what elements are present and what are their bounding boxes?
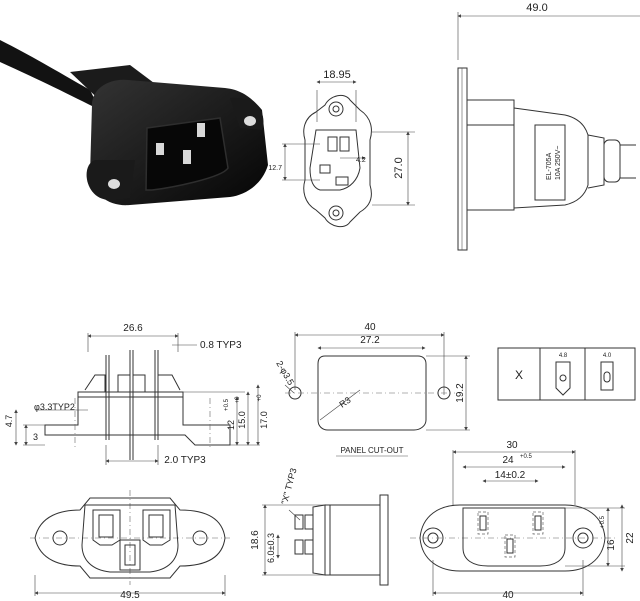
side-height-6-0: 6.0±0.3 <box>266 533 276 563</box>
dim-15: 15.0 <box>237 411 247 429</box>
panel-cutout: 40 27.2 R3 2-φ3.5 19.2 PANEL CUT-OUT <box>274 322 470 457</box>
side-view-top: 49.0 EL-705A 10A 250V~ <box>457 2 640 251</box>
cutout-title: PANEL CUT-OUT <box>340 446 403 455</box>
pin-pitch-14: 14±0.2 <box>495 470 526 481</box>
height-3-label: 3 <box>33 432 38 442</box>
length-dimension: 49.0 <box>526 2 547 14</box>
height-22: 22 <box>625 532 636 544</box>
pin-pitch-label: 12.7 <box>268 165 282 172</box>
hole-diameter-label: φ3.3TYP2 <box>34 402 75 412</box>
label-line2: 10A 250V~ <box>555 146 562 180</box>
pcb-view: 26.6 0.8 TYP3 φ3.3TYP2 4.7 3 2.0 TYP3 12 <box>4 323 269 466</box>
bottom-front-view: 49.5 <box>30 490 230 601</box>
bottom-front-width: 49.5 <box>120 590 140 601</box>
height-dimension: 27.0 <box>393 157 405 178</box>
front-view-top: 18.95 4.2 12.7 27.0 <box>268 69 415 228</box>
cutout-inner-width: 27.2 <box>360 335 380 346</box>
dim-12: 12 <box>226 420 236 430</box>
overall-width-30: 30 <box>506 440 518 451</box>
cutout-width: 40 <box>364 322 376 333</box>
dim-12-tol: +0.5 <box>224 398 230 411</box>
pin-right <box>197 123 205 137</box>
product-photo <box>0 40 268 206</box>
label-line1: EL-705A <box>546 152 553 180</box>
inner-width-24: 24 <box>502 455 514 466</box>
pin-left <box>156 143 164 155</box>
terminal-w2: 4.0 <box>603 353 612 359</box>
cutout-height: 19.2 <box>455 383 466 403</box>
height-16-tol: +0.5 <box>600 515 606 528</box>
x-typ-label: "X" TYP3 <box>279 467 298 506</box>
width-dimension: 18.95 <box>323 69 351 81</box>
pin-spacing-label: 2.0 TYP3 <box>164 455 206 466</box>
power-cable <box>0 40 100 110</box>
pcb-width-dimension: 26.6 <box>123 323 143 334</box>
mount-hole-right <box>244 116 256 126</box>
height-4-7-label: 4.7 <box>4 415 14 428</box>
terminal-x-label: X <box>515 368 523 382</box>
pin-earth <box>183 150 191 164</box>
height-16: 16 <box>606 539 617 551</box>
dim-15-tol: +0 <box>235 396 241 404</box>
bottom-right-width-40: 40 <box>502 590 514 601</box>
pin-gap-label: 4.2 <box>356 157 366 164</box>
terminal-w1: 4.8 <box>559 353 568 359</box>
bottom-side-view: "X" TYP3 18.6 6.0±0.3 <box>250 467 389 586</box>
bottom-right-view: 30 24 +0.5 14±0.2 16 +0.5 22 40 <box>410 440 636 601</box>
pin-width-label: 0.8 TYP3 <box>200 340 242 351</box>
side-height-18-6: 18.6 <box>250 530 261 550</box>
dim-17: 17.0 <box>259 411 269 429</box>
dim-17-tol: +0 <box>257 394 263 402</box>
mount-hole-left <box>108 179 120 189</box>
terminal-table: X 4.8 4.0 <box>497 347 636 401</box>
cutout-hole: 2-φ3.5 <box>274 359 296 387</box>
inner-width-tol: +0.5 <box>520 454 533 460</box>
connector-body <box>86 79 268 206</box>
